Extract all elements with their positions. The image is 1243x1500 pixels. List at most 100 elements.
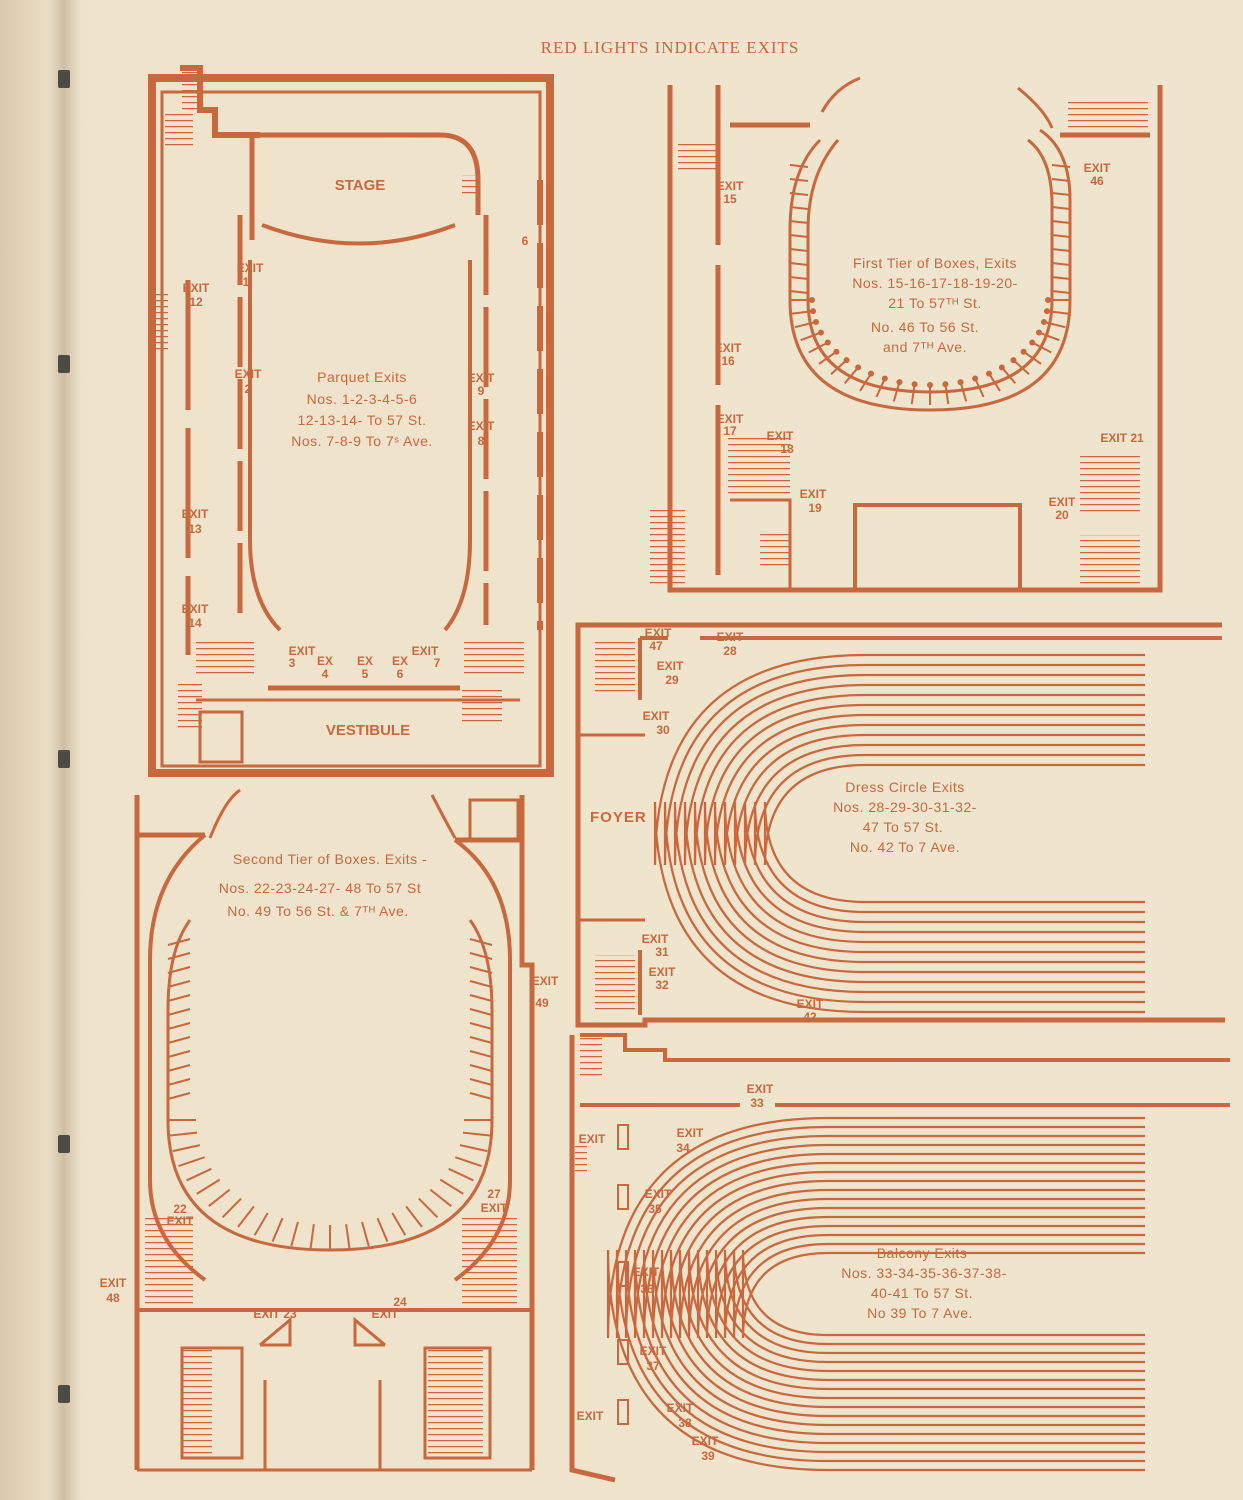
box-divider (469, 994, 493, 1002)
seat-row (743, 743, 1145, 924)
exit-label: EXIT (797, 997, 824, 1011)
box-seat (881, 375, 888, 382)
vestibule-label: VESTIBULE (326, 722, 410, 739)
staple (58, 1135, 70, 1153)
box-divider (1001, 366, 1016, 384)
box-divider (469, 952, 493, 960)
box-divider (454, 1156, 482, 1168)
exit-number: 34 (676, 1141, 690, 1155)
exit-label: EXIT (645, 1187, 672, 1201)
box-divider (237, 1205, 255, 1228)
box-divider (169, 1131, 198, 1137)
box-divider (462, 1131, 491, 1137)
exit-label: EXIT (643, 709, 670, 723)
first-tier-line1: Nos. 15-16-17-18-19-20- (852, 275, 1018, 291)
exit-label: EXIT (717, 179, 744, 193)
box-divider (789, 220, 809, 224)
box-seat (998, 364, 1005, 371)
seat-row (653, 653, 1145, 1014)
box-seat (911, 381, 918, 388)
box-seat (1043, 308, 1050, 315)
exit-number: 2 (245, 382, 252, 396)
box-seat (1020, 348, 1027, 355)
box-divider (167, 966, 191, 974)
box-divider (859, 373, 872, 392)
exit-label: EXIT (640, 1344, 667, 1358)
box-seat (957, 379, 964, 386)
seat-row (693, 693, 1145, 974)
box-divider (1051, 206, 1071, 210)
stair-block (178, 680, 202, 730)
box-divider (448, 1167, 474, 1182)
box-divider (469, 980, 493, 988)
box-divider (405, 1205, 423, 1228)
seat-row (713, 713, 1145, 954)
seat-row (763, 763, 1145, 904)
stair-block (182, 1348, 212, 1458)
box-divider (167, 1064, 191, 1072)
exit-label: EXIT (579, 1132, 606, 1146)
box-divider (944, 384, 950, 405)
seat-row (703, 703, 1145, 964)
box-divider (1051, 234, 1071, 238)
exit-label: EXIT (235, 367, 262, 381)
stair-block (1068, 102, 1148, 132)
stage-label: STAGE (335, 177, 386, 194)
exit-label: EX (392, 654, 408, 668)
box-divider (1051, 262, 1071, 266)
second-tier-exit-labels: EXIT 49 22 EXIT 27 EXIT EXIT 48 EXIT 23 … (100, 974, 559, 1321)
box-divider (459, 1144, 488, 1153)
box-divider (418, 1197, 439, 1219)
box-divider (439, 1178, 464, 1195)
box-divider (789, 234, 809, 238)
exit-label: EXIT (1084, 161, 1111, 175)
box-divider (290, 1221, 299, 1247)
exit-label: EXIT (237, 261, 264, 275)
box-divider (376, 1217, 389, 1242)
box-divider (221, 1197, 242, 1219)
box-divider (789, 262, 809, 266)
exit-label: EXIT (717, 630, 744, 644)
seat-row (714, 1224, 1145, 1364)
dress-circle-plan: FOYER Dress Circle Exits Nos. 28-29-30-3… (575, 622, 1225, 1028)
exit-number: 3 (289, 656, 296, 670)
box-divider (469, 1036, 493, 1044)
exit-number: 5 (362, 667, 369, 681)
exit-number: 19 (808, 501, 822, 515)
box-divider (875, 378, 886, 398)
stair-block (760, 530, 790, 570)
box-divider (974, 378, 985, 398)
first-tier-line4: and 7ᵀᴴ Ave. (883, 339, 967, 355)
exit-label: EXIT (649, 965, 676, 979)
stair-block (196, 638, 254, 678)
exit-label: EXIT (692, 1434, 719, 1448)
box-marker (617, 1184, 629, 1210)
stair-block (595, 955, 635, 1010)
box-marker (617, 1339, 629, 1365)
parquet-line2: 12-13-14- To 57 St. (297, 412, 426, 428)
stair-block (145, 1215, 193, 1305)
box-divider (1038, 331, 1060, 342)
box-divider (167, 938, 191, 946)
parquet-title: Parquet Exits (317, 369, 407, 385)
exit-label: EXIT (642, 932, 669, 946)
second-tier-title: Second Tier of Boxes. Exits - (233, 851, 427, 867)
box-divider (167, 980, 191, 988)
box-divider (794, 321, 817, 329)
box-divider (844, 366, 859, 384)
box-divider (429, 1188, 452, 1207)
box-seat (1010, 357, 1017, 364)
exit-number: 37 (646, 1359, 660, 1373)
box-divider (469, 966, 493, 974)
exit-number: 15 (723, 192, 737, 206)
stair-block (428, 1348, 483, 1458)
box-divider (1051, 290, 1071, 294)
exit-number: 4 (322, 667, 329, 681)
box-divider (345, 1224, 351, 1250)
parquet-line1: Nos. 1-2-3-4-5-6 (307, 391, 418, 407)
box-divider (910, 384, 916, 405)
exit-number: 48 (106, 1291, 120, 1305)
box-divider (469, 1050, 493, 1058)
second-tier-plan: Second Tier of Boxes. Exits - Nos. 22-23… (100, 788, 559, 1472)
box-rows (167, 938, 493, 1250)
